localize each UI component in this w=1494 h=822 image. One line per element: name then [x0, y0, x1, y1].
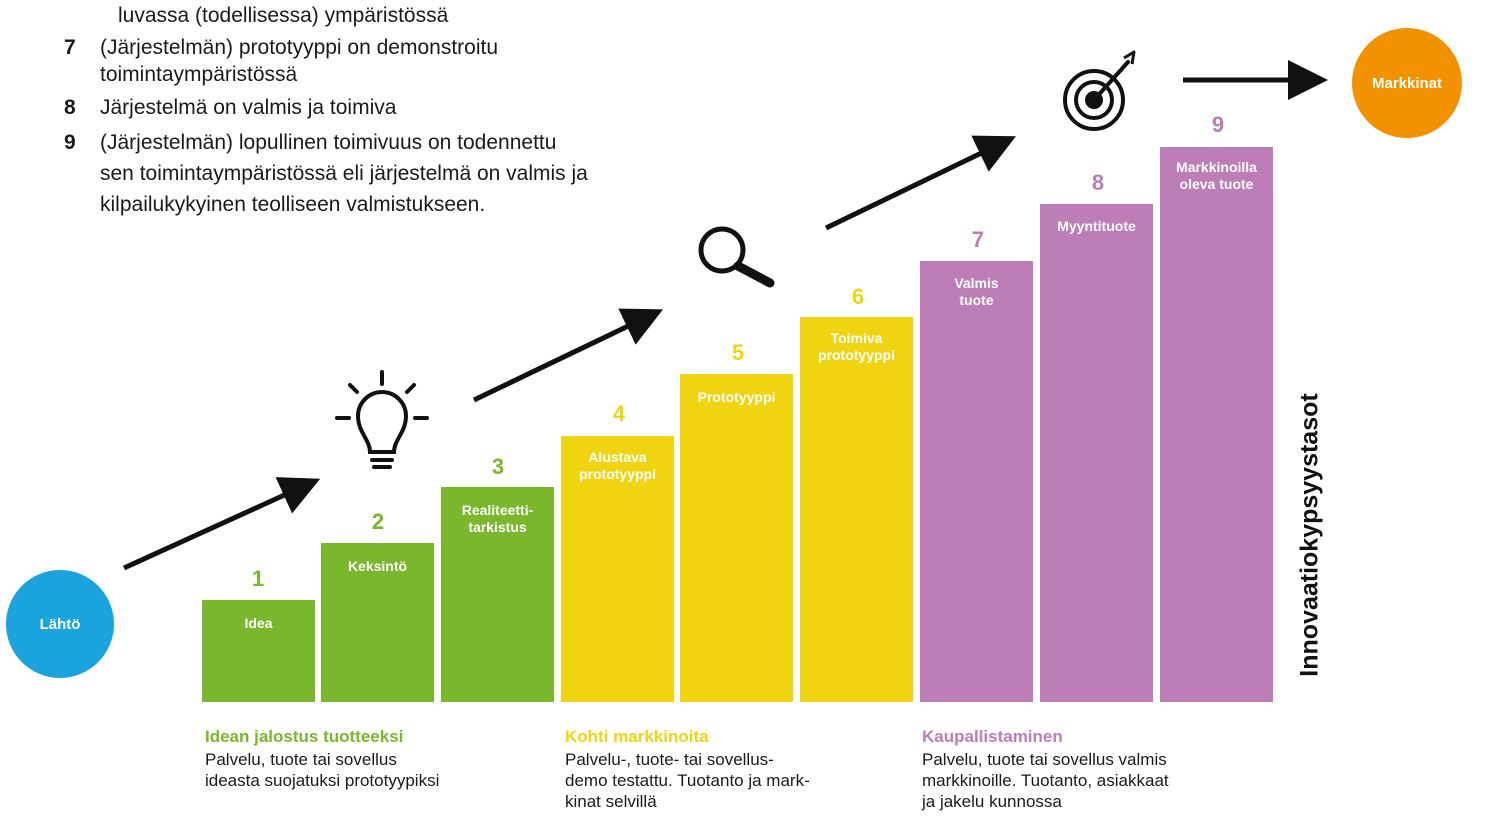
step-number: 4	[612, 401, 626, 426]
step-label: Valmis	[954, 275, 999, 291]
step-number: 6	[851, 284, 865, 309]
phase-title: Kohti markkinoita	[565, 727, 709, 746]
arrow-3	[824, 135, 1017, 231]
step-label: Realiteetti-	[461, 502, 534, 518]
step-bar-6: Toimiva prototyyppi	[800, 317, 913, 702]
step-label: Keksintö	[347, 558, 408, 574]
intro-line: luvassa (todellisessa) ympäristössä	[118, 4, 449, 27]
target-icon	[1063, 50, 1136, 131]
step-bar-9: Markkinoilla oleva tuote	[1160, 147, 1273, 702]
vertical-label-text: Innovaatiokypsyystasot	[1295, 393, 1324, 677]
phase-description: Palvelu-, tuote- tai sovellus- demo test…	[565, 749, 810, 812]
start-circle: Lähtö	[6, 570, 114, 678]
phase-title: Kaupallistaminen	[922, 727, 1063, 746]
step-number: 7	[971, 227, 985, 252]
phase-desc-line: demo testattu. Tuotanto ja mark-	[565, 771, 810, 790]
phase-title: Idean jalostus tuotteeksi	[205, 727, 404, 746]
vertical-axis-label: Innovaatiokypsyystasot	[1290, 365, 1330, 705]
phase-desc-line: Palvelu, tuote tai sovellus valmis	[922, 750, 1167, 769]
intro-number: 8	[64, 96, 76, 119]
step-label: prototyyppi	[579, 466, 656, 482]
step-number: 3	[491, 454, 505, 479]
step-label: Myyntituote	[1057, 218, 1136, 234]
arrow-2	[472, 308, 664, 403]
step-number: 9	[1211, 112, 1225, 137]
step-bar-5: Prototyyppi	[680, 374, 793, 702]
step-label: tarkistus	[468, 519, 527, 535]
intro-number: 7	[64, 36, 76, 59]
step-bar-4: Alustava prototyyppi	[561, 436, 674, 702]
step-number: 2	[371, 509, 385, 534]
step-label: tuote	[959, 292, 994, 308]
intro-number: 9	[64, 131, 76, 154]
step-label: Toimiva	[830, 330, 883, 346]
lightbulb-icon	[335, 370, 429, 469]
phase-description: Palvelu, tuote tai sovellus ideasta suoj…	[205, 749, 439, 791]
step-label: prototyyppi	[818, 347, 895, 363]
step-bar-2: Keksintö	[321, 543, 434, 702]
step-label: Idea	[244, 615, 273, 631]
intro-line: (Järjestelmän) lopullinen toimivuus on t…	[100, 131, 557, 154]
phase-description: Palvelu, tuote tai sovellus valmis markk…	[922, 749, 1169, 812]
step-number: 8	[1091, 170, 1105, 195]
phase-desc-line: Palvelu-, tuote- tai sovellus-	[565, 750, 774, 769]
phase-desc-line: markkinoille. Tuotanto, asiakkaat	[922, 771, 1169, 790]
step-label: oleva tuote	[1179, 176, 1254, 192]
step-label: Prototyyppi	[697, 389, 776, 405]
intro-line: Järjestelmä on valmis ja toimiva	[100, 96, 397, 119]
phase-desc-line: Palvelu, tuote tai sovellus	[205, 750, 397, 769]
step-bar-8: Myyntituote	[1040, 204, 1153, 702]
step-bar-3: Realiteetti- tarkistus	[441, 487, 554, 702]
step-number: 1	[251, 566, 265, 591]
step-number: 5	[731, 340, 745, 365]
step-label: Markkinoilla	[1176, 159, 1257, 175]
step-bar-1: Idea	[202, 600, 315, 702]
start-label: Lähtö	[39, 615, 81, 633]
intro-line: sen toimintaympäristössä eli järjestelmä…	[100, 162, 588, 185]
step-label: Alustava	[588, 449, 647, 465]
intro-line: toimintaympäristössä	[100, 63, 298, 86]
intro-line: kilpailukykyinen teolliseen valmistuksee…	[100, 193, 486, 216]
phase-desc-line: kinat selvillä	[565, 792, 657, 811]
arrow-1	[122, 477, 321, 571]
magnifier-icon	[698, 226, 775, 288]
end-label: Markkinat	[1371, 74, 1443, 92]
phase-desc-line: ideasta suojatuksi prototyypiksi	[205, 771, 440, 790]
phase-desc-line: ja jakelu kunnossa	[922, 792, 1062, 811]
intro-line: (Järjestelmän) prototyyppi on demonstroi…	[100, 36, 499, 59]
end-circle: Markkinat	[1352, 28, 1462, 138]
step-bar-7: Valmis tuote	[920, 261, 1033, 702]
